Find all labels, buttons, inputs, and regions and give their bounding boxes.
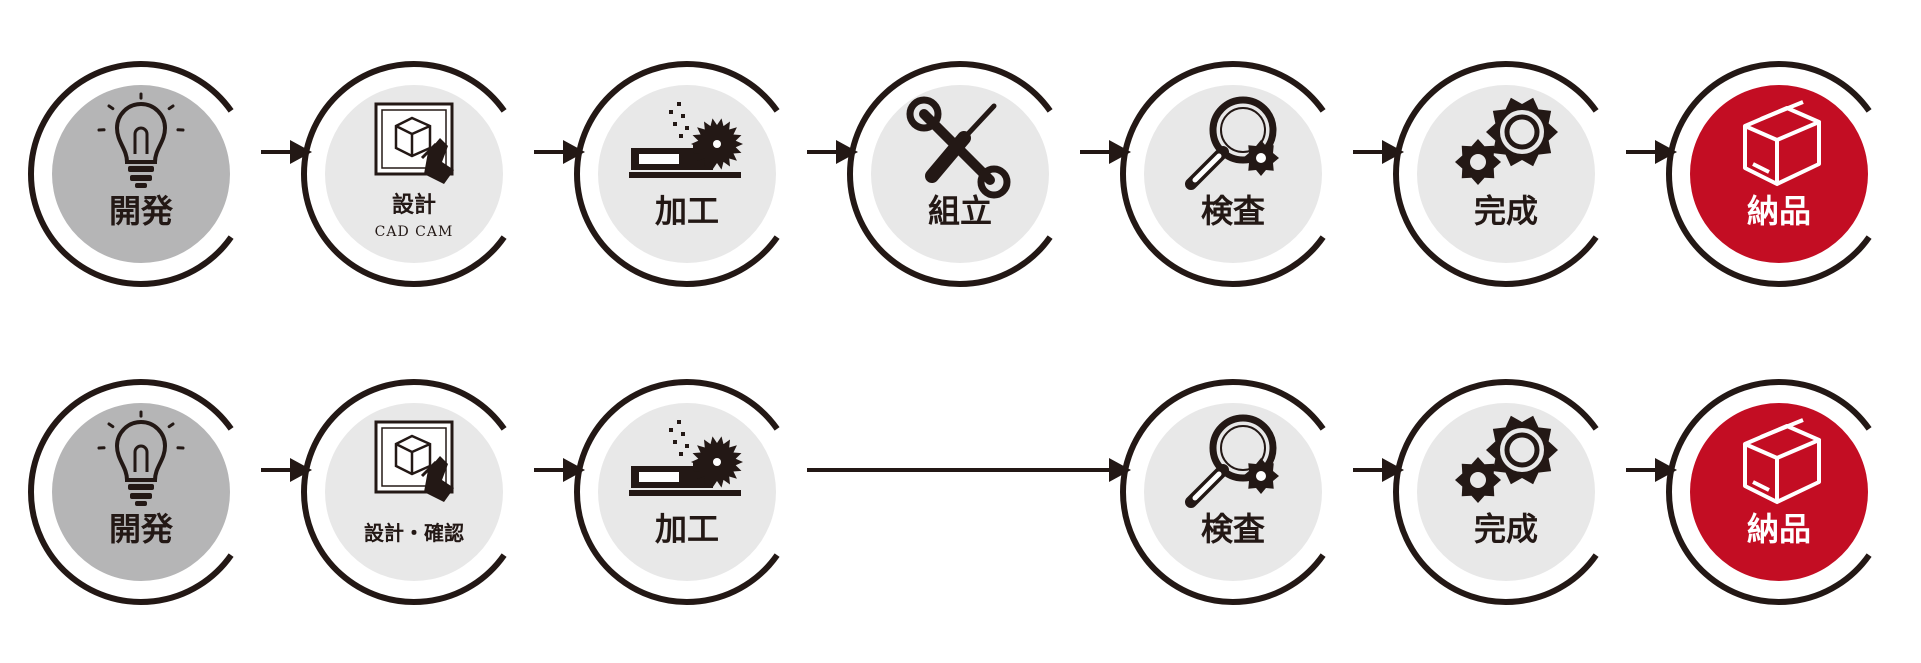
saw-machine-icon xyxy=(629,420,743,496)
magnifier-gear-icon xyxy=(1185,414,1279,508)
step-disc xyxy=(871,85,1049,263)
cad-monitor-icon xyxy=(374,102,454,184)
magnifier-gear-icon xyxy=(1185,96,1279,190)
step-sublabel: CAD CAM xyxy=(375,224,454,240)
saw-machine-icon xyxy=(629,102,743,178)
step-label: 納品 xyxy=(1747,510,1811,548)
step-ring xyxy=(1393,379,1599,605)
step-disc xyxy=(52,403,230,581)
arrow-connector-2-2 xyxy=(534,458,585,482)
step-node-2-6: 完成 xyxy=(1393,379,1599,605)
step-node-1-3: 加工 xyxy=(574,61,780,287)
step-disc xyxy=(1144,403,1322,581)
arrow-connector-2-6 xyxy=(1626,458,1677,482)
lightbulb-icon xyxy=(97,410,185,506)
arrow-connector-1-2 xyxy=(534,140,585,164)
step-label: 検査 xyxy=(1201,192,1265,230)
step-node-2-3: 加工 xyxy=(574,379,780,605)
step-label: 組立 xyxy=(928,192,992,230)
step-ring xyxy=(28,61,234,287)
step-ring xyxy=(574,379,780,605)
step-node-1-5: 検査 xyxy=(1120,61,1326,287)
step-disc xyxy=(1690,403,1868,581)
step-label: 開発 xyxy=(109,510,174,548)
arrow-connector-1-1 xyxy=(261,140,312,164)
step-ring xyxy=(1120,61,1326,287)
cad-monitor-icon xyxy=(374,420,454,502)
step-disc xyxy=(1144,85,1322,263)
step-node-2-1: 開発 xyxy=(28,379,234,605)
step-label: 加工 xyxy=(655,510,719,548)
tools-icon xyxy=(906,96,1011,199)
step-label: 納品 xyxy=(1747,192,1811,230)
arrow-connector-1-3 xyxy=(807,140,858,164)
step-label: 設計・確認 xyxy=(364,521,464,545)
step-label: 設計 xyxy=(392,192,436,218)
step-disc xyxy=(1690,85,1868,263)
arrow-connector-2-5 xyxy=(1353,458,1404,482)
step-ring xyxy=(301,61,507,287)
step-ring xyxy=(574,61,780,287)
step-label: 完成 xyxy=(1474,192,1538,230)
step-ring xyxy=(1393,61,1599,287)
step-ring xyxy=(1120,379,1326,605)
lightbulb-icon xyxy=(97,92,185,188)
arrow-connector-1-6 xyxy=(1626,140,1677,164)
arrow-connector-1-4 xyxy=(1080,140,1131,164)
step-label: 開発 xyxy=(109,192,174,230)
step-node-1-6: 完成 xyxy=(1393,61,1599,287)
step-disc xyxy=(52,85,230,263)
step-node-2-7: 納品 xyxy=(1666,379,1872,605)
gears-icon xyxy=(1455,97,1558,185)
step-ring xyxy=(28,379,234,605)
step-node-2-5: 検査 xyxy=(1120,379,1326,605)
box-icon xyxy=(1743,100,1821,186)
step-label: 加工 xyxy=(655,192,719,230)
arrow-connector-2-1 xyxy=(261,458,312,482)
step-ring xyxy=(847,61,1053,287)
step-node-1-7: 納品 xyxy=(1666,61,1872,287)
step-node-1-1: 開発 xyxy=(28,61,234,287)
step-ring xyxy=(1666,379,1872,605)
step-node-1-2: 設計 CAD CAM xyxy=(301,61,507,287)
step-ring xyxy=(301,379,507,605)
arrow-connector-1-5 xyxy=(1353,140,1404,164)
step-label: 完成 xyxy=(1474,510,1538,548)
step-label: 検査 xyxy=(1201,510,1265,548)
gears-icon xyxy=(1455,415,1558,503)
step-node-2-2: 設計・確認 xyxy=(301,379,507,605)
step-node-1-4: 組立 xyxy=(847,61,1053,287)
box-icon xyxy=(1743,418,1821,504)
arrow-connector-2-4 xyxy=(807,458,1131,482)
step-ring xyxy=(1666,61,1872,287)
